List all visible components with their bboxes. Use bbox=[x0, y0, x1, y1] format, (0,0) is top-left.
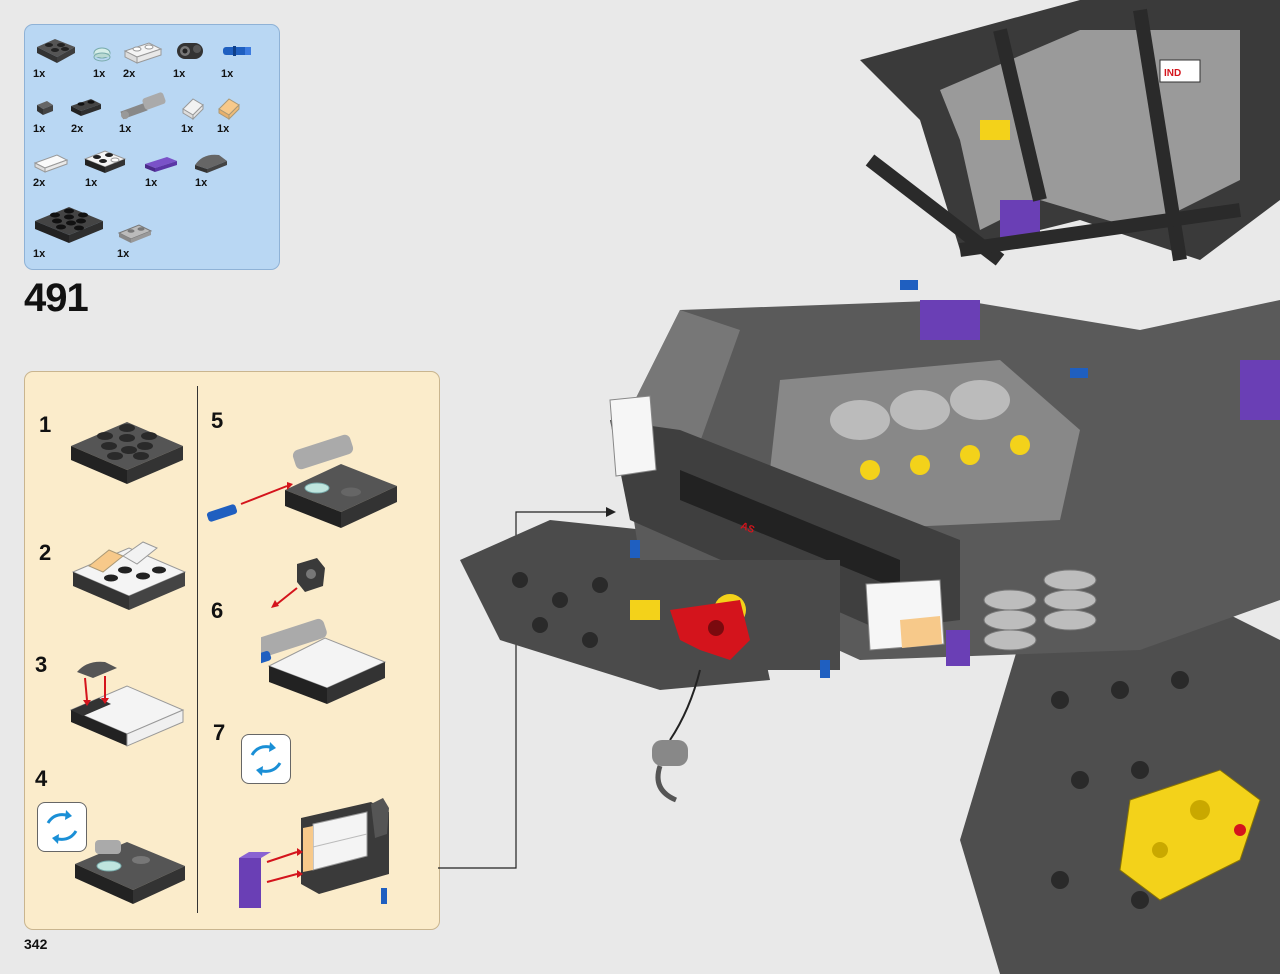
main-model-illustration: AS IND bbox=[460, 0, 1280, 974]
slope-trans-orange-icon bbox=[218, 98, 240, 121]
substep-number: 2 bbox=[39, 540, 52, 565]
plate-1x2-white-icon bbox=[123, 42, 163, 64]
svg-text:AS: AS bbox=[739, 521, 756, 537]
plate-bracket-light-gray-icon bbox=[117, 224, 153, 243]
substeps-panel: 1 2 3 4 5 6 bbox=[24, 371, 440, 930]
substep-number: 7 bbox=[213, 720, 226, 745]
svg-text:IND: IND bbox=[1164, 68, 1181, 79]
substep-number: 6 bbox=[211, 598, 224, 623]
substep-4-illustration bbox=[75, 840, 185, 904]
step-number: 491 bbox=[24, 276, 89, 320]
plate-2x2-white-black-icon bbox=[83, 150, 127, 173]
part-qty: 1x bbox=[195, 177, 208, 189]
round-tile-trans-clear-icon bbox=[93, 47, 111, 62]
part-qty: 1x bbox=[217, 123, 230, 135]
substeps-divider bbox=[197, 386, 198, 913]
part-qty: 1x bbox=[173, 68, 186, 80]
plate-2x2-dark-gray-icon bbox=[37, 39, 75, 63]
rotate-model-icon bbox=[37, 802, 87, 852]
part-qty: 1x bbox=[33, 123, 46, 135]
page-number: 342 bbox=[24, 936, 48, 952]
substep-2-illustration bbox=[71, 541, 187, 610]
substep-7-illustration bbox=[239, 798, 389, 908]
part-qty: 1x bbox=[85, 177, 98, 189]
substep-number: 4 bbox=[35, 766, 48, 791]
part-qty: 1x bbox=[119, 123, 132, 135]
part-qty: 2x bbox=[33, 177, 46, 189]
part-qty: 2x bbox=[71, 123, 84, 135]
callout-connector-line bbox=[438, 507, 616, 869]
tile-1x2-white-icon bbox=[33, 154, 69, 173]
parts-list-panel: 1x 1x 2x 1x 1x 1x 2x 1x 1x 1x 2x bbox=[24, 24, 280, 270]
substep-6-illustration bbox=[261, 558, 387, 704]
substep-3-illustration bbox=[69, 661, 185, 747]
tile-1x2-purple-icon bbox=[145, 157, 177, 172]
tile-1x1-dark-gray-icon bbox=[37, 101, 53, 115]
part-qty: 1x bbox=[33, 68, 46, 80]
substep-1-illustration bbox=[71, 422, 183, 484]
substep-number: 5 bbox=[211, 408, 224, 433]
substep-number: 1 bbox=[39, 412, 52, 437]
part-qty: 1x bbox=[145, 177, 158, 189]
pin-connector-black-icon bbox=[177, 43, 203, 59]
part-qty: 1x bbox=[33, 248, 46, 260]
substep-5-illustration bbox=[206, 434, 397, 528]
substep-number: 3 bbox=[35, 652, 48, 677]
part-qty: 1x bbox=[93, 68, 106, 80]
curved-slope-dark-gray-icon bbox=[195, 154, 227, 173]
part-qty: 1x bbox=[181, 123, 194, 135]
slope-trans-clear-icon bbox=[182, 98, 204, 121]
rotate-model-icon bbox=[241, 734, 291, 784]
plate-3x3-black-icon bbox=[35, 207, 103, 243]
axle-pin-blue-icon bbox=[223, 46, 251, 56]
part-qty: 1x bbox=[221, 68, 234, 80]
part-qty: 1x bbox=[117, 248, 130, 260]
pneumatic-cylinder-icon bbox=[120, 92, 166, 120]
part-qty: 2x bbox=[123, 68, 136, 80]
plate-1x2-black-icon bbox=[71, 99, 101, 116]
